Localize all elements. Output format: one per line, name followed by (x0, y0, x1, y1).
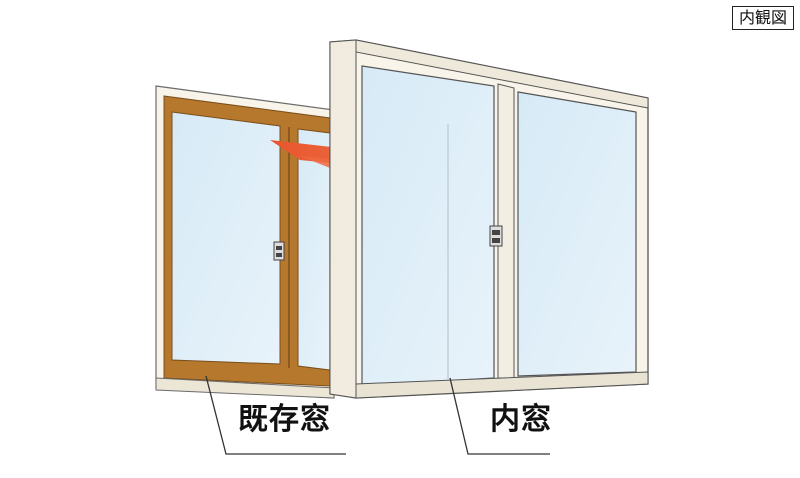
inner-window (329, 39, 649, 399)
inner-sill (355, 371, 649, 399)
existing-sill (155, 377, 335, 399)
existing-window (155, 85, 335, 399)
inner-glass-left (361, 65, 495, 387)
leader-line-inner (449, 377, 550, 455)
inner-glass-right (517, 91, 637, 377)
leader-line-existing (205, 375, 346, 455)
inner-window-label: 内窓 (490, 402, 552, 437)
inner-lock-icon (489, 225, 503, 247)
existing-lock-icon (273, 241, 285, 261)
view-label-badge: 内観図 (731, 6, 794, 30)
existing-window-label: 既存窓 (238, 402, 331, 437)
existing-glass-left (171, 111, 281, 365)
